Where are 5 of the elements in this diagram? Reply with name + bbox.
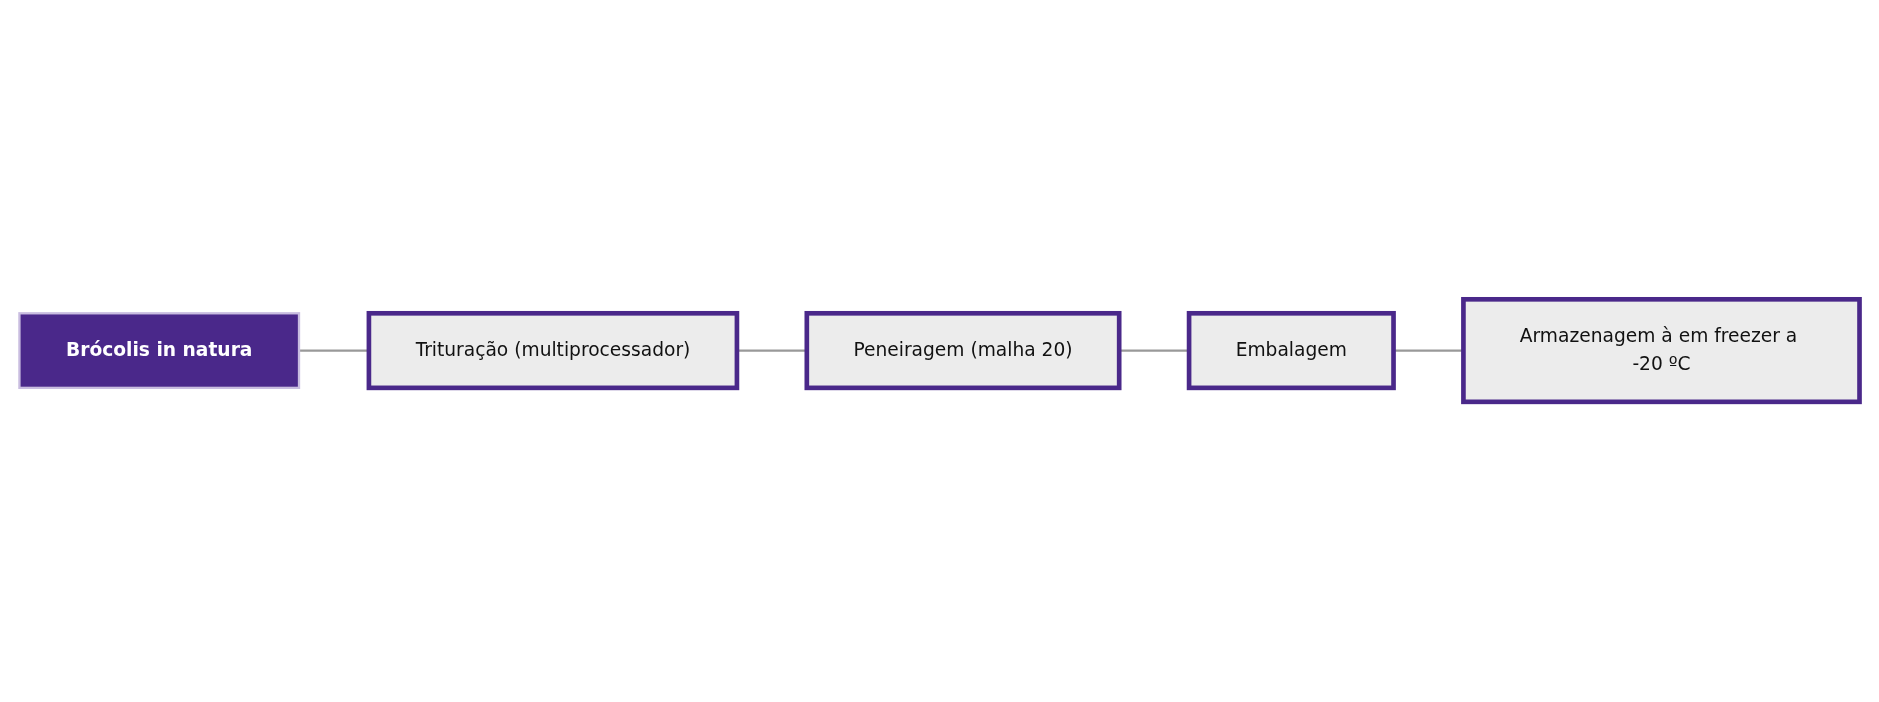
node-box: Trituração (multiprocessador) [366,311,740,391]
node-box: Armazenagem à em freezer a -20 ºC [1461,297,1862,405]
node-box: Peneiragem (malha 20) [804,311,1122,391]
node-box: Brócolis in natura [18,312,301,390]
node-box: Embalagem [1186,311,1396,391]
